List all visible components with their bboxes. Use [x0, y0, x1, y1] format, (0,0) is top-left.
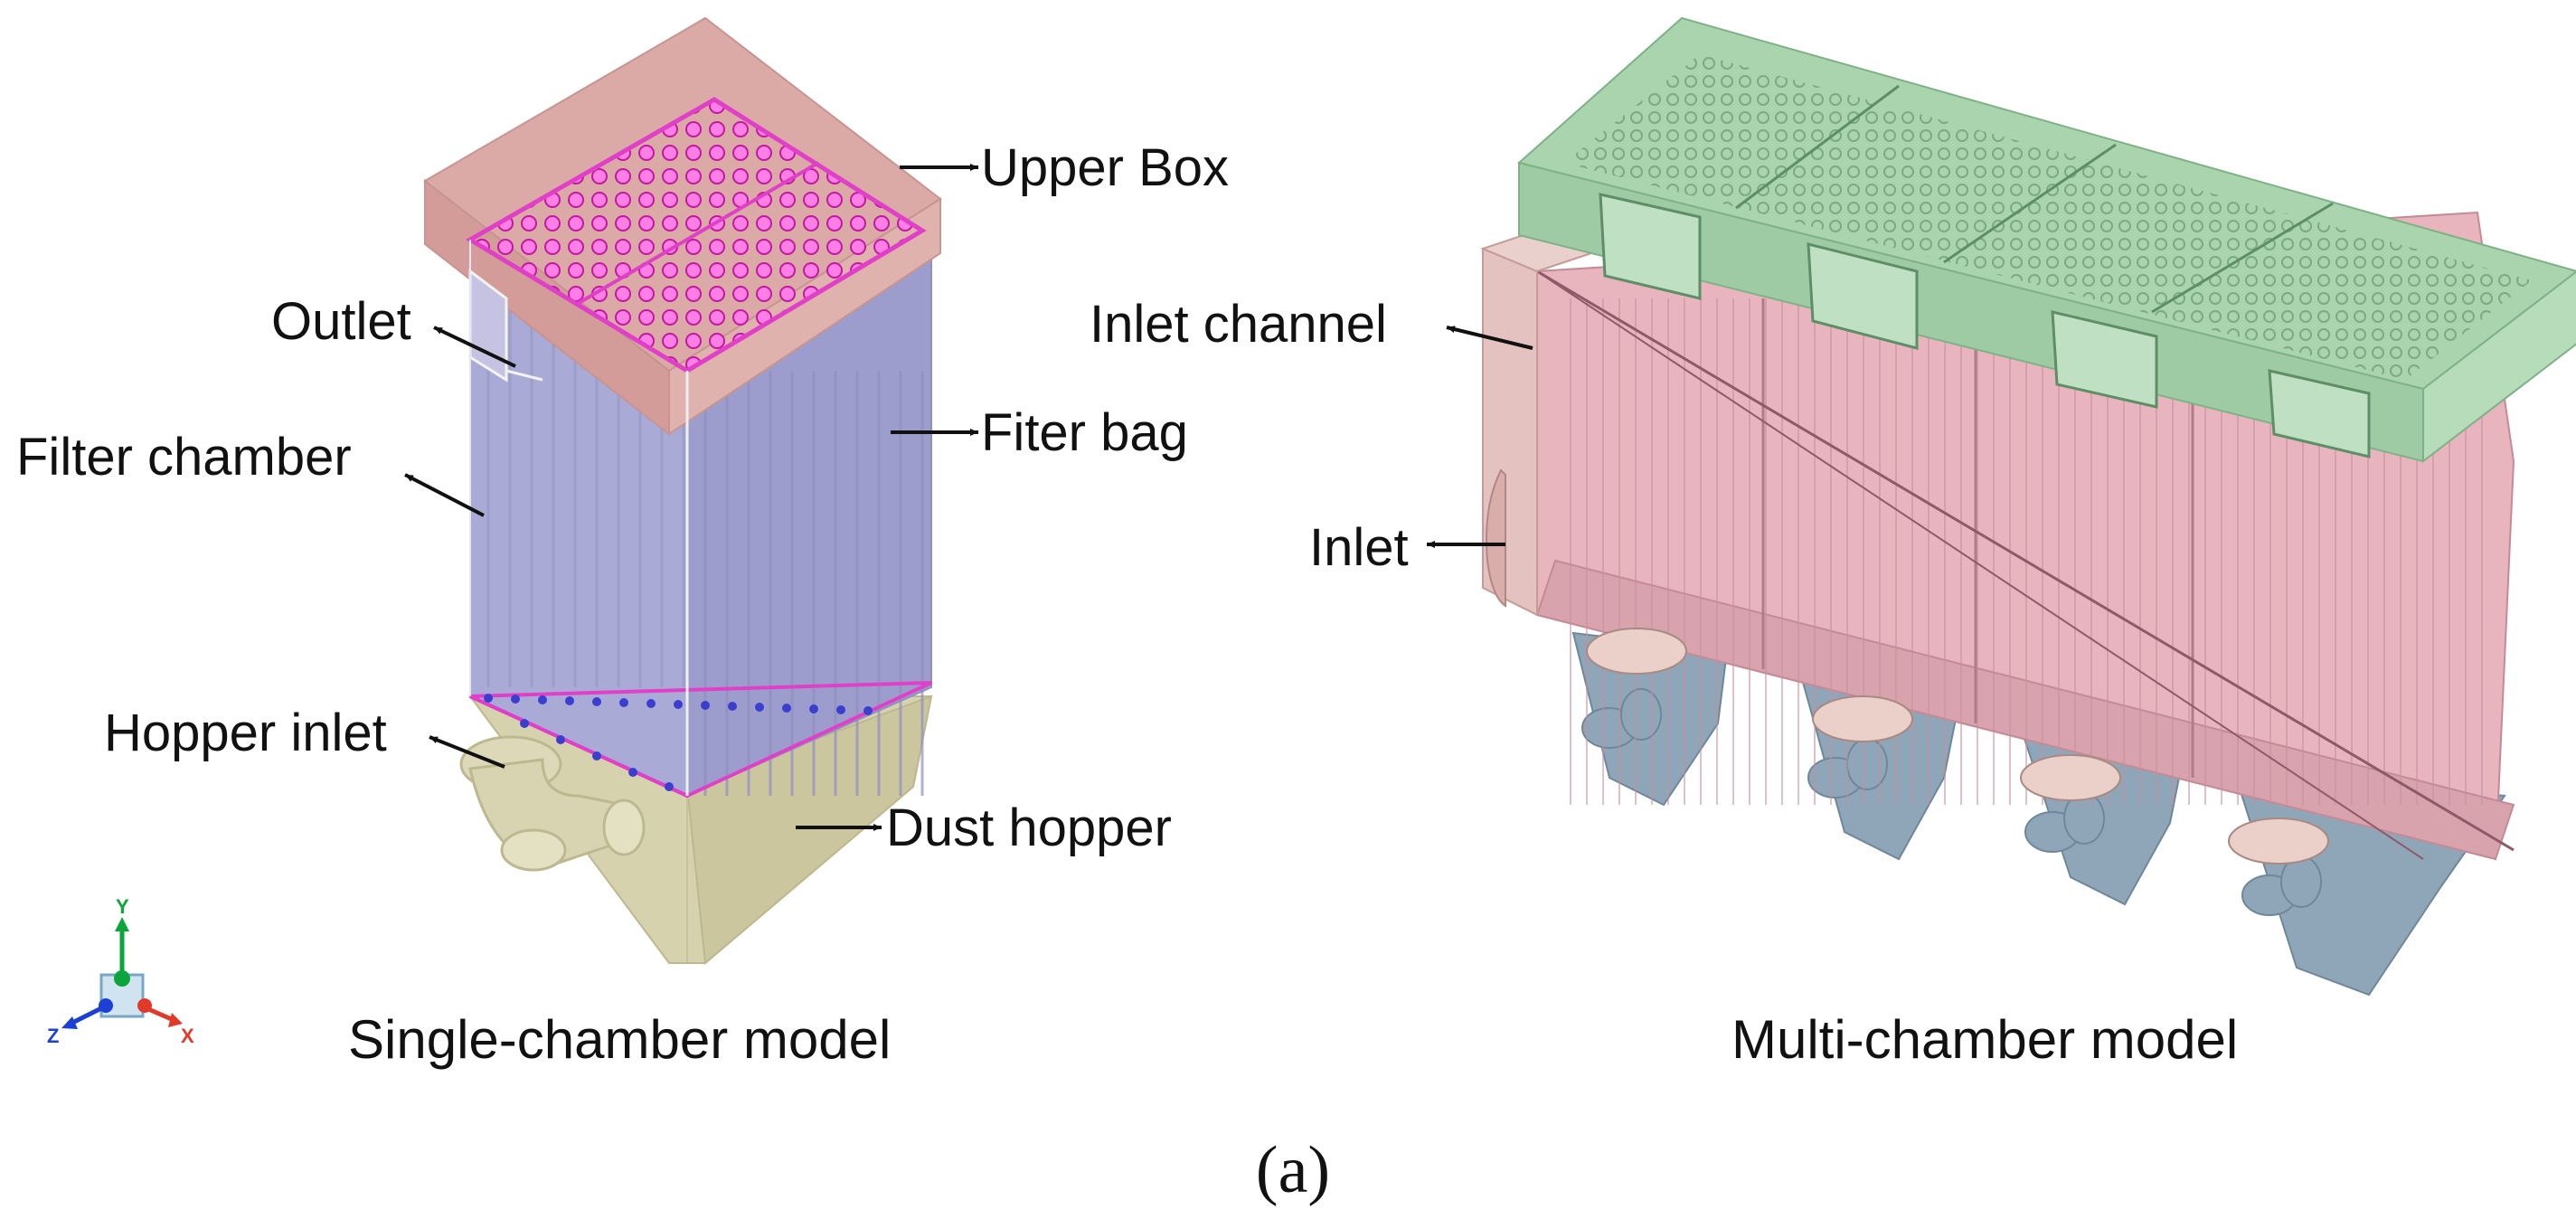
hopper-inlet-arrow [429, 735, 505, 769]
single-chamber-labels: Upper Box Outlet Filter chamber Fiter ba… [16, 138, 1229, 1070]
multi-chamber-caption: Multi-chamber model [1731, 1009, 2238, 1070]
inlet-shape [1486, 468, 1506, 608]
multi-top-side [2422, 270, 2576, 464]
axis-origin-dot [114, 970, 130, 987]
hopper-inlet-pipe [459, 735, 646, 872]
axis-y-label: Y [116, 895, 129, 918]
axis-z-label: Z [47, 1025, 59, 1047]
subfigure-label: (a) [1256, 1133, 1330, 1207]
outlet-arrow [433, 326, 516, 368]
single-chamber-model [423, 16, 942, 965]
upper-box-label: Upper Box [981, 138, 1229, 197]
filter-chamber-arrow [404, 473, 485, 517]
inlet-channel-label: Inlet channel [1090, 295, 1387, 354]
hopper-inlet-label: Hopper inlet [104, 704, 387, 762]
outlet-notches [1599, 193, 2371, 458]
single-chamber-caption: Single-chamber model [348, 1009, 891, 1070]
inlet-channel-arrow [1446, 326, 1533, 350]
filter-chamber-label: Filter chamber [16, 428, 352, 487]
dust-hopper-label: Dust hopper [886, 798, 1172, 857]
bag-bottom-dots [484, 694, 873, 791]
multi-chamber-model [1480, 16, 2576, 997]
multi-chamber-labels: Inlet channel Inlet Multi-chamber model [1090, 295, 2238, 1070]
axis-x-label: X [181, 1025, 194, 1047]
inlet-label: Inlet [1309, 518, 1409, 577]
axis-triad: Y Z X [47, 895, 194, 1047]
outlet-label: Outlet [271, 292, 411, 351]
filter-bag-label: Fiter bag [981, 403, 1188, 462]
